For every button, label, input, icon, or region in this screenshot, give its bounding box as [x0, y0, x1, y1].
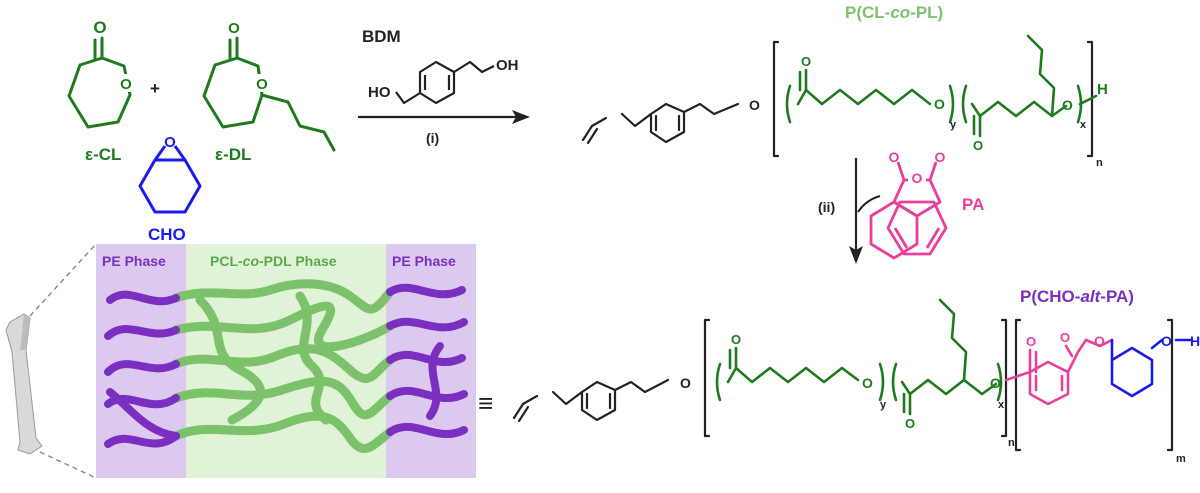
pe-phase-label-right: PE Phase [392, 253, 456, 269]
final-sub-m: m [1176, 453, 1186, 465]
copolymer-end-h: H [1097, 81, 1108, 98]
pa-carbonyl-o-left: O [889, 149, 900, 165]
cl-ring-o: O [120, 76, 132, 93]
bdm-oh: OH [496, 57, 519, 74]
plus-sign: + [150, 79, 160, 98]
copolymer-sub-y: y [950, 119, 957, 131]
cl-label: ε-CL [85, 145, 121, 164]
step-ii-label: (ii) [818, 199, 835, 215]
final-cl-carbonyl-o: O [731, 332, 741, 347]
final-pa-carbonyl-o1: O [1026, 334, 1036, 349]
tensile-specimen-icon [5, 243, 97, 479]
final-cl-ester-o: O [862, 375, 873, 391]
pa-ring-o: O [912, 170, 923, 186]
cl-carbonyl-o: O [93, 18, 106, 37]
copolymer-sub-n: n [1096, 157, 1103, 169]
bdm-label: BDM [362, 27, 401, 46]
final-ether-o: O [680, 375, 691, 391]
final-sub-n: n [1008, 437, 1015, 449]
cyclohexene-oxide-structure [138, 145, 202, 214]
dl-carbonyl-o-poly: O [973, 138, 983, 153]
pe-phase-label-left: PE Phase [102, 253, 166, 269]
final-sub-x: x [998, 399, 1005, 411]
final-dl-ester-o: O [990, 375, 1001, 391]
pa-label: PA [962, 195, 984, 214]
dl-carbonyl-o: O [228, 20, 240, 37]
reaction-arrow-2 [849, 158, 881, 264]
pe-chains-right [386, 283, 468, 439]
final-pa-ester-o: O [1094, 333, 1105, 349]
final-cho-o: O [1161, 333, 1172, 349]
cho-label: CHO [148, 225, 186, 244]
dl-ester-o-poly: O [1062, 97, 1073, 113]
pcl-pdl-chains [171, 279, 395, 454]
final-block-title: P(CHO-alt-PA) [1020, 287, 1134, 306]
reaction-arrow-1 [358, 110, 530, 124]
bdm-structure [395, 60, 495, 105]
final-polymer-structure [512, 298, 1192, 452]
cl-ester-o-poly: O [934, 96, 945, 112]
dl-ring-o: O [256, 76, 268, 93]
cho-epoxide-o: O [164, 134, 176, 151]
copolymer-title: P(CL-co-PL) [845, 3, 943, 22]
step-i-label: (i) [426, 130, 439, 146]
phthalic-anhydride-structure [869, 161, 942, 260]
final-end-h: H [1190, 333, 1200, 349]
final-dl-carbonyl-o: O [905, 416, 915, 431]
copolymer-sub-x: x [1080, 119, 1087, 131]
pe-chains-left [104, 290, 180, 448]
dl-label: ε-DL [215, 145, 251, 164]
copolymer-ether-o: O [749, 97, 760, 113]
equivalence-sign: ≡ [478, 388, 493, 418]
epsilon-caprolactone-structure [67, 36, 132, 129]
bdm-ho: HO [368, 84, 391, 101]
copolymer-structure [581, 34, 1098, 158]
final-pa-carbonyl-o2: O [1060, 330, 1070, 345]
pcl-pdl-phase-label: PCL-co-PDL Phase [210, 253, 337, 269]
pa-carbonyl-o-right: O [935, 149, 946, 165]
cl-carbonyl-o-poly: O [801, 54, 811, 69]
pa-benzene-ring [886, 200, 948, 256]
epsilon-decalactone-structure [202, 36, 336, 152]
final-sub-y: y [880, 399, 887, 411]
